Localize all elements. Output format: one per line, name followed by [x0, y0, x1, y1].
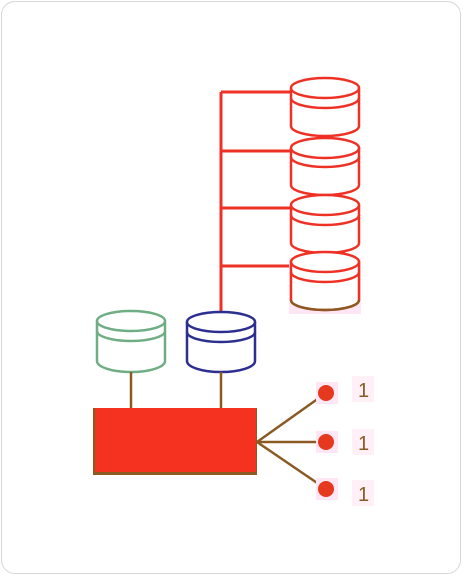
output-label-1: 1	[358, 380, 369, 402]
output-node-1	[318, 385, 334, 401]
database-cylinder-3	[289, 193, 361, 255]
database-cylinder-2	[289, 136, 361, 197]
output-node-2	[318, 434, 334, 450]
output-label-1-bg	[352, 376, 374, 402]
output-label-2: 1	[358, 433, 369, 455]
output-label-2-bg	[352, 429, 374, 455]
output-label-3-bg	[352, 480, 374, 506]
database-cylinder-4	[289, 250, 361, 314]
output-label-3: 1	[358, 484, 369, 506]
navy-cylinder	[185, 310, 257, 374]
output-node-3	[318, 481, 334, 497]
green-cylinder	[95, 309, 167, 374]
database-cylinder-1	[289, 76, 361, 138]
red-block	[95, 408, 256, 472]
output-connector-1	[256, 391, 327, 444]
output-connector-3	[256, 440, 327, 491]
